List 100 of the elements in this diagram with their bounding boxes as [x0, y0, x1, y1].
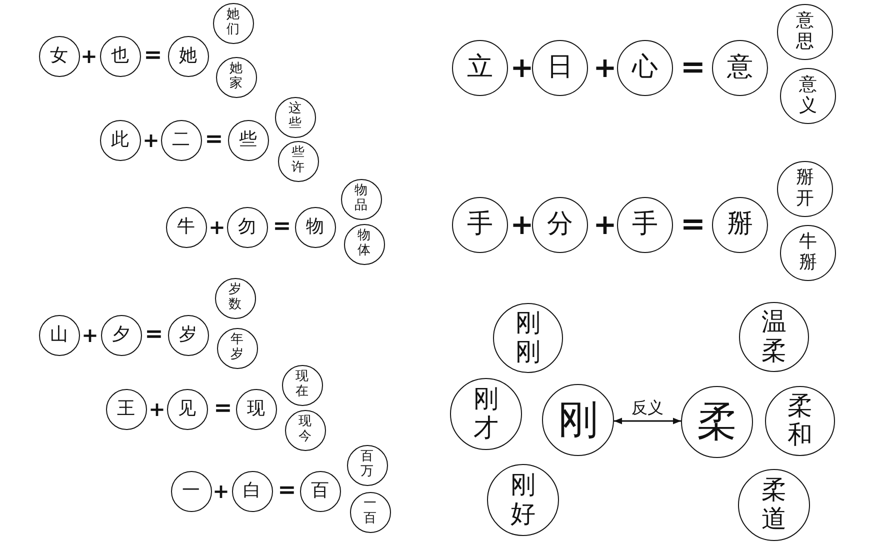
operator-sign: +: [593, 54, 617, 82]
character-label: 手: [467, 210, 493, 240]
character-label: 一: [182, 480, 200, 502]
character-label: 心: [632, 53, 658, 83]
character-label: 牛: [177, 216, 195, 238]
character-circle: [226, 206, 268, 248]
word-circle: [274, 96, 316, 138]
word-label: 些许: [291, 146, 305, 176]
character-label: 些: [239, 130, 257, 150]
word-label: 温柔: [760, 308, 788, 366]
operator-sign: +: [142, 130, 160, 150]
character-label: 也: [111, 46, 129, 66]
word-label: 牛掰: [798, 232, 818, 274]
operator-sign: =: [144, 324, 164, 346]
word-circle: [284, 410, 326, 450]
character-label: 掰: [727, 210, 753, 240]
character-label: 物: [306, 216, 324, 238]
word-circle: [216, 56, 256, 98]
word-label: 掰开: [796, 168, 814, 210]
character-circle: [160, 120, 202, 160]
operator-sign: +: [212, 481, 230, 501]
character-label: 柔: [697, 399, 737, 445]
character-circle: [100, 36, 140, 76]
character-label: 夕: [112, 324, 130, 346]
character-label: 山: [50, 324, 68, 346]
character-circle: [228, 120, 268, 160]
character-circle: [232, 470, 272, 512]
word-label: 这些: [288, 102, 302, 132]
operator-sign: +: [148, 399, 166, 419]
character-label: 女: [50, 46, 68, 66]
word-label: 现今: [298, 415, 312, 445]
word-circle: [282, 364, 322, 406]
operator-sign: =: [680, 53, 706, 83]
word-label: 物体: [357, 229, 371, 259]
word-label: 她们: [226, 8, 240, 38]
operator-sign: =: [680, 210, 706, 240]
character-circle: [236, 388, 276, 430]
character-label: 立: [467, 53, 493, 83]
word-circle: [346, 444, 388, 486]
edge-label: 反义: [630, 399, 666, 417]
double-arrow: [614, 418, 682, 424]
character-circle: [100, 120, 140, 160]
word-label: 年岁: [230, 333, 244, 363]
word-label: 她家: [229, 62, 243, 92]
word-label: 岁数: [228, 283, 242, 313]
word-label: 意思: [796, 11, 814, 53]
character-circle: [166, 388, 208, 430]
word-circle: [214, 278, 256, 318]
word-label: 一百: [363, 497, 377, 527]
character-label: 王: [117, 398, 135, 420]
operator-sign: +: [510, 54, 534, 82]
character-label: 见: [178, 398, 196, 420]
operator-sign: +: [593, 211, 617, 239]
operator-sign: +: [208, 217, 226, 237]
character-circle: [100, 314, 142, 356]
character-circle: [294, 206, 336, 248]
word-circle: [340, 178, 382, 220]
character-circle: [300, 470, 340, 512]
word-label: 物品: [354, 184, 368, 214]
operator-sign: +: [510, 211, 534, 239]
operator-sign: =: [214, 398, 232, 420]
word-label: 意义: [798, 75, 818, 117]
character-label: 手: [632, 210, 658, 240]
word-circle: [216, 328, 258, 368]
character-label: 此: [111, 130, 129, 150]
word-circle: [278, 140, 318, 182]
word-label: 柔道: [760, 476, 788, 534]
word-label: 刚刚: [514, 309, 542, 367]
character-label: 刚: [558, 397, 598, 443]
character-circle: [168, 36, 208, 76]
character-circle: [106, 388, 146, 430]
word-label: 柔和: [786, 392, 814, 450]
character-circle: [38, 36, 80, 76]
word-circle: [212, 2, 254, 44]
character-label: 岁: [179, 324, 197, 346]
character-label: 白: [243, 480, 261, 502]
word-label: 百万: [360, 450, 374, 480]
character-circle: [38, 314, 80, 356]
operator-sign: =: [204, 129, 224, 151]
character-label: 二: [172, 130, 190, 150]
word-circle: [350, 492, 390, 532]
operator-sign: =: [144, 45, 162, 67]
character-label: 意: [727, 53, 753, 83]
word-label: 现在: [295, 370, 309, 400]
character-label: 百: [311, 480, 329, 502]
character-label: 勿: [238, 216, 256, 238]
operator-sign: =: [272, 216, 292, 238]
character-label: 现: [247, 398, 265, 420]
operator-sign: +: [82, 325, 98, 345]
character-circle: [166, 206, 206, 248]
character-circle: [170, 470, 212, 512]
operator-sign: +: [80, 46, 98, 66]
word-label: 刚才: [472, 385, 500, 443]
word-circle: [344, 224, 384, 264]
character-circle: [168, 314, 208, 356]
character-label: 分: [547, 210, 573, 240]
character-label: 她: [179, 46, 197, 66]
operator-sign: =: [278, 480, 296, 502]
word-label: 刚好: [510, 471, 536, 529]
character-label: 日: [547, 53, 573, 83]
